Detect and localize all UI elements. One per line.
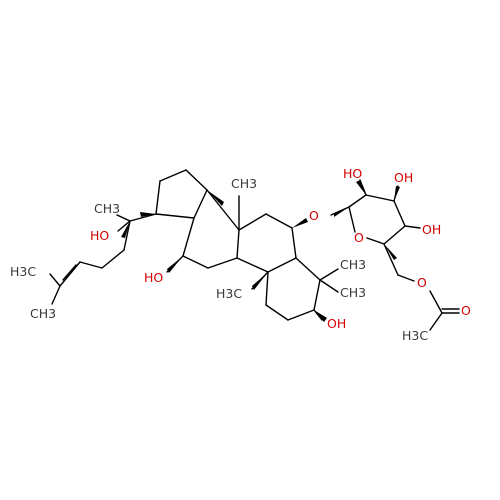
oxygen-label: O [417, 275, 427, 290]
wedge-bond [334, 207, 349, 217]
ch3-label: CH3 [340, 257, 366, 272]
wedge-bond [207, 190, 224, 206]
bond [429, 312, 443, 331]
bond [348, 206, 356, 233]
wedge-bond [394, 186, 400, 201]
ch3-label: CH3 [30, 306, 56, 321]
ch3-label: CH3 [231, 176, 257, 191]
wedge-bond [167, 256, 183, 273]
hydroxyl-label: HO [144, 270, 163, 285]
wedge-bond [292, 218, 308, 228]
ch3-label: CH3 [94, 201, 120, 216]
ch3-label: H3C [216, 286, 242, 301]
bond [236, 229, 240, 259]
ch3-label: H3C [10, 264, 36, 279]
bond [319, 268, 339, 281]
label-layer: H3C CH3 CH3 HO CH3 HO H3C CH3 CH3 OH O O… [10, 166, 471, 343]
bond [348, 194, 367, 208]
bond [313, 309, 323, 321]
bond [116, 214, 131, 222]
wedge-bond [140, 212, 156, 217]
bond [295, 257, 321, 281]
bond [265, 304, 289, 321]
bond [265, 213, 293, 229]
bond [236, 257, 269, 273]
bond [51, 285, 61, 305]
wedge-bond [121, 221, 130, 238]
wedge-bond [314, 310, 327, 322]
bond [129, 213, 157, 222]
bond [366, 237, 385, 245]
bond [159, 169, 187, 182]
wedge-bond [356, 180, 366, 195]
bond [267, 257, 297, 273]
bond [383, 225, 406, 245]
bond [291, 227, 297, 259]
bond [206, 189, 240, 231]
bond [79, 261, 103, 269]
bond [155, 213, 195, 219]
bond [404, 225, 421, 229]
bond [207, 257, 238, 269]
bond [397, 274, 415, 282]
bond [182, 217, 195, 257]
ch3-label: CH3 [340, 285, 366, 300]
bond [265, 271, 269, 306]
hydroxyl-label: OH [327, 316, 346, 331]
bond [123, 220, 131, 251]
hydroxyl-label: HO [90, 228, 109, 243]
oxygen-label: O [354, 230, 364, 245]
oxygen-label: O [461, 303, 471, 318]
bond [185, 169, 208, 191]
oxygen-label: O [309, 208, 319, 223]
bond [238, 213, 267, 231]
bond [429, 290, 443, 314]
bond [393, 200, 406, 227]
bond [49, 273, 61, 287]
bond [117, 220, 131, 232]
hydroxyl-label: HO [343, 166, 362, 181]
hydroxyl-label: OH [394, 170, 413, 185]
bond [365, 194, 395, 202]
bond [383, 243, 399, 276]
wedge-layer [121, 180, 400, 322]
bond-double [62, 264, 77, 281]
wedge-bond [384, 244, 397, 260]
bond [101, 249, 125, 269]
bond [182, 255, 209, 269]
bond [193, 189, 208, 219]
bond-layer [49, 169, 460, 331]
bond [59, 261, 81, 287]
bond [319, 279, 339, 293]
hydroxyl-label: OH [422, 222, 441, 237]
ch3-label: H3C [402, 328, 428, 343]
bond [313, 279, 321, 311]
bond [155, 180, 161, 215]
wedge-bond [252, 272, 268, 290]
bond [287, 309, 315, 321]
